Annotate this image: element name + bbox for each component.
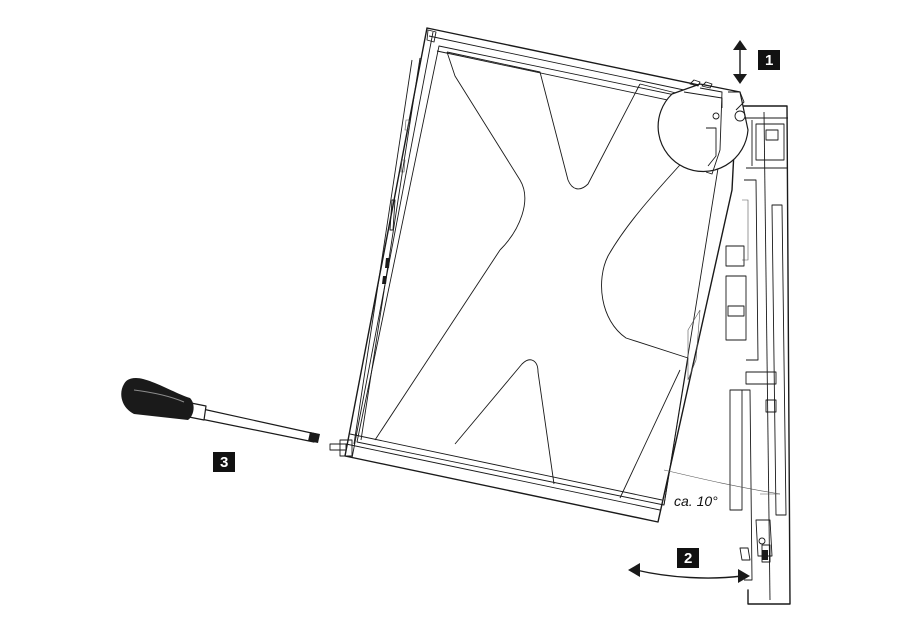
detail-callout: [657, 79, 749, 175]
step-number-2: 2: [684, 550, 692, 567]
step-badge-1: 1: [758, 50, 780, 70]
curved-double-arrow-icon: [628, 563, 750, 583]
step-number-3: 3: [220, 454, 228, 471]
step-badge-3: 3: [213, 452, 235, 472]
panel: [329, 27, 781, 523]
step-badge-2: 2: [677, 548, 699, 568]
mounting-rail: [725, 105, 791, 605]
screwdriver-icon: [121, 378, 320, 443]
step-number-1: 1: [765, 52, 773, 69]
angle-label: ca. 10°: [674, 493, 718, 509]
double-vertical-arrow-icon: [733, 40, 747, 84]
